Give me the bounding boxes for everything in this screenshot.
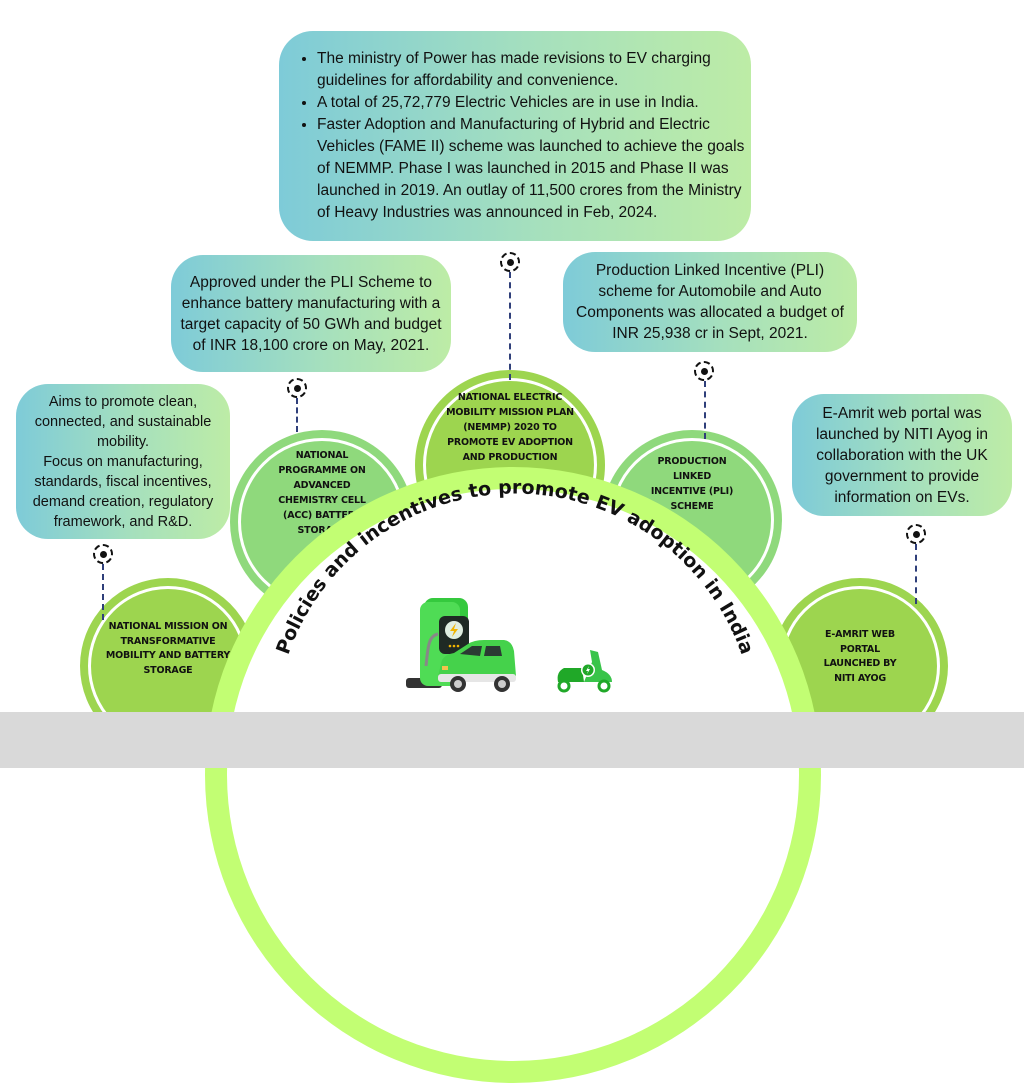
nmtmbs-info-text-2: Focus on manufacturing, standards, fisca… xyxy=(32,453,214,530)
nemmp-info-item: A total of 25,72,779 Electric Vehicles a… xyxy=(317,92,751,114)
nmtmbs-connector xyxy=(102,564,104,620)
eamrit-info-text: E-Amrit web portal was launched by NITI … xyxy=(815,404,989,506)
arc-title-svg: Policies and incentives to promote EV ad… xyxy=(272,476,758,657)
node-eamrit-label: E-AMRIT WEB PORTAL LAUNCHED BY NITI AYOG xyxy=(823,629,897,684)
nemmp-info-item: The ministry of Power has made revisions… xyxy=(317,48,751,92)
nemmp-info-item: Faster Adoption and Manufacturing of Hyb… xyxy=(317,114,751,224)
node-pli-label: PRODUCTION LINKED INCENTIVE (PLI) SCHEME xyxy=(650,456,734,512)
ev-charging-car-icon xyxy=(406,598,516,692)
node-nemmp-label: NATIONAL ELECTRIC MOBILITY MISSION PLAN … xyxy=(446,392,574,463)
nemmp-connector xyxy=(509,272,511,380)
target-dot-icon xyxy=(287,378,307,398)
pli-info-text: Production Linked Incentive (PLI) scheme… xyxy=(576,262,844,342)
acc-info-text: Approved under the PLI Scheme to enhance… xyxy=(180,273,442,354)
nemmp-info-list: The ministry of Power has made revisions… xyxy=(279,48,751,224)
target-dot-icon xyxy=(500,252,520,272)
acc-connector xyxy=(296,398,298,432)
node-acc-label: NATIONAL PROGRAMME ON ADVANCED CHEMISTRY… xyxy=(278,450,366,536)
target-dot-icon xyxy=(93,544,113,564)
nemmp-info-box: The ministry of Power has made revisions… xyxy=(279,31,751,241)
pli-connector xyxy=(704,381,706,439)
node-nmtmbs-label: NATIONAL MISSION ON TRANSFORMATIVE MOBIL… xyxy=(105,621,231,676)
electric-scooter-icon xyxy=(557,650,612,693)
nmtmbs-info-box: Aims to promote clean, connected, and su… xyxy=(16,384,230,539)
acc-info-box: Approved under the PLI Scheme to enhance… xyxy=(171,255,451,372)
pli-info-box: Production Linked Incentive (PLI) scheme… xyxy=(563,252,857,352)
target-dot-icon xyxy=(694,361,714,381)
nmtmbs-info-text-1: Aims to promote clean, connected, and su… xyxy=(34,393,212,450)
target-dot-icon xyxy=(906,524,926,544)
eamrit-info-box: E-Amrit web portal was launched by NITI … xyxy=(792,394,1012,516)
footer-band xyxy=(0,712,1024,768)
eamrit-connector xyxy=(915,544,917,604)
